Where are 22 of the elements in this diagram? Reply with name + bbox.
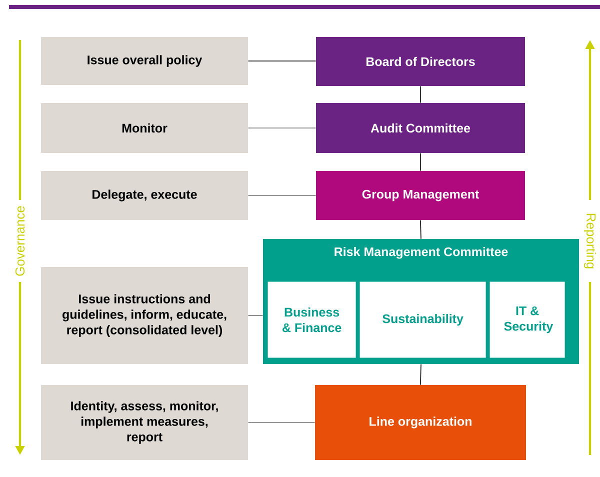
text-box: Issue instructions and guidelines, inform, educate, report (consolidated level) [41, 267, 248, 364]
text-box: Delegate, execute [41, 171, 248, 220]
axis-label: Reporting [584, 214, 596, 268]
text-box: Identity, assess, monitor, implement measures, report [41, 385, 248, 460]
axis-label: Governance [15, 206, 25, 276]
unit-box: Sustainability [360, 282, 486, 358]
connector-line [248, 422, 316, 423]
connector-line [248, 60, 316, 62]
connector-line [248, 195, 316, 196]
text-box: Issue overall policy [41, 37, 248, 85]
org-box: Group Management [316, 171, 525, 220]
unit-box: Business & Finance [268, 282, 356, 358]
connector-line [420, 152, 421, 172]
org-box: Audit Committee [316, 103, 525, 153]
org-box: Board of Directors [316, 37, 525, 86]
org-box: Line organization [315, 385, 526, 460]
connector-line [248, 315, 264, 316]
text-box: Monitor [41, 103, 248, 153]
connector-line [420, 220, 422, 240]
unit-box: IT & Security [490, 282, 565, 358]
connector-line [420, 86, 421, 104]
connector-line [420, 364, 422, 386]
